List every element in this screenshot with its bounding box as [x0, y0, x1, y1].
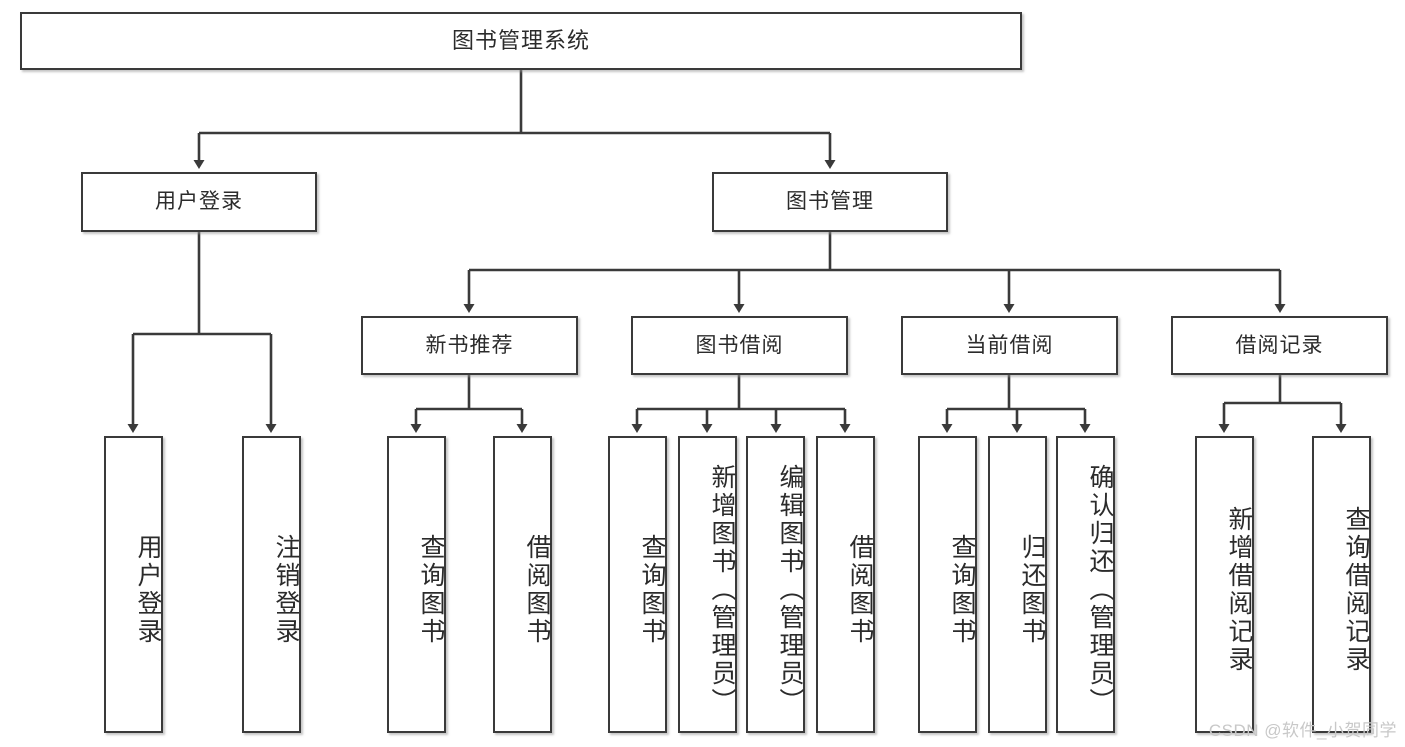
- node-borrow-record[interactable]: 借阅记录: [1171, 316, 1388, 375]
- leaf-current-borrow-confirm-return[interactable]: 确认归还（管理员）: [1056, 436, 1115, 733]
- node-book-borrow[interactable]: 图书借阅: [631, 316, 848, 375]
- leaf-current-borrow-query[interactable]: 查询图书: [918, 436, 977, 733]
- node-user-login[interactable]: 用户登录: [81, 172, 317, 232]
- leaf-borrow-record-query[interactable]: 查询借阅记录: [1312, 436, 1371, 733]
- leaf-user-login-login[interactable]: 用户登录: [104, 436, 163, 733]
- watermark-text: CSDN @软件_小贺同学: [1208, 721, 1397, 740]
- node-new-book-recommend[interactable]: 新书推荐: [361, 316, 578, 375]
- leaf-book-borrow-query[interactable]: 查询图书: [608, 436, 667, 733]
- leaf-current-borrow-return[interactable]: 归还图书: [988, 436, 1047, 733]
- node-book-management[interactable]: 图书管理: [712, 172, 948, 232]
- node-current-borrow[interactable]: 当前借阅: [901, 316, 1118, 375]
- leaf-book-borrow-edit[interactable]: 编辑图书（管理员）: [746, 436, 805, 733]
- leaf-borrow-record-add[interactable]: 新增借阅记录: [1195, 436, 1254, 733]
- leaf-new-book-query[interactable]: 查询图书: [387, 436, 446, 733]
- leaf-book-borrow-add[interactable]: 新增图书（管理员）: [678, 436, 737, 733]
- leaf-book-borrow-borrow[interactable]: 借阅图书: [816, 436, 875, 733]
- leaf-new-book-borrow[interactable]: 借阅图书: [493, 436, 552, 733]
- node-root-library-system[interactable]: 图书管理系统: [20, 12, 1022, 70]
- leaf-user-login-logout[interactable]: 注销登录: [242, 436, 301, 733]
